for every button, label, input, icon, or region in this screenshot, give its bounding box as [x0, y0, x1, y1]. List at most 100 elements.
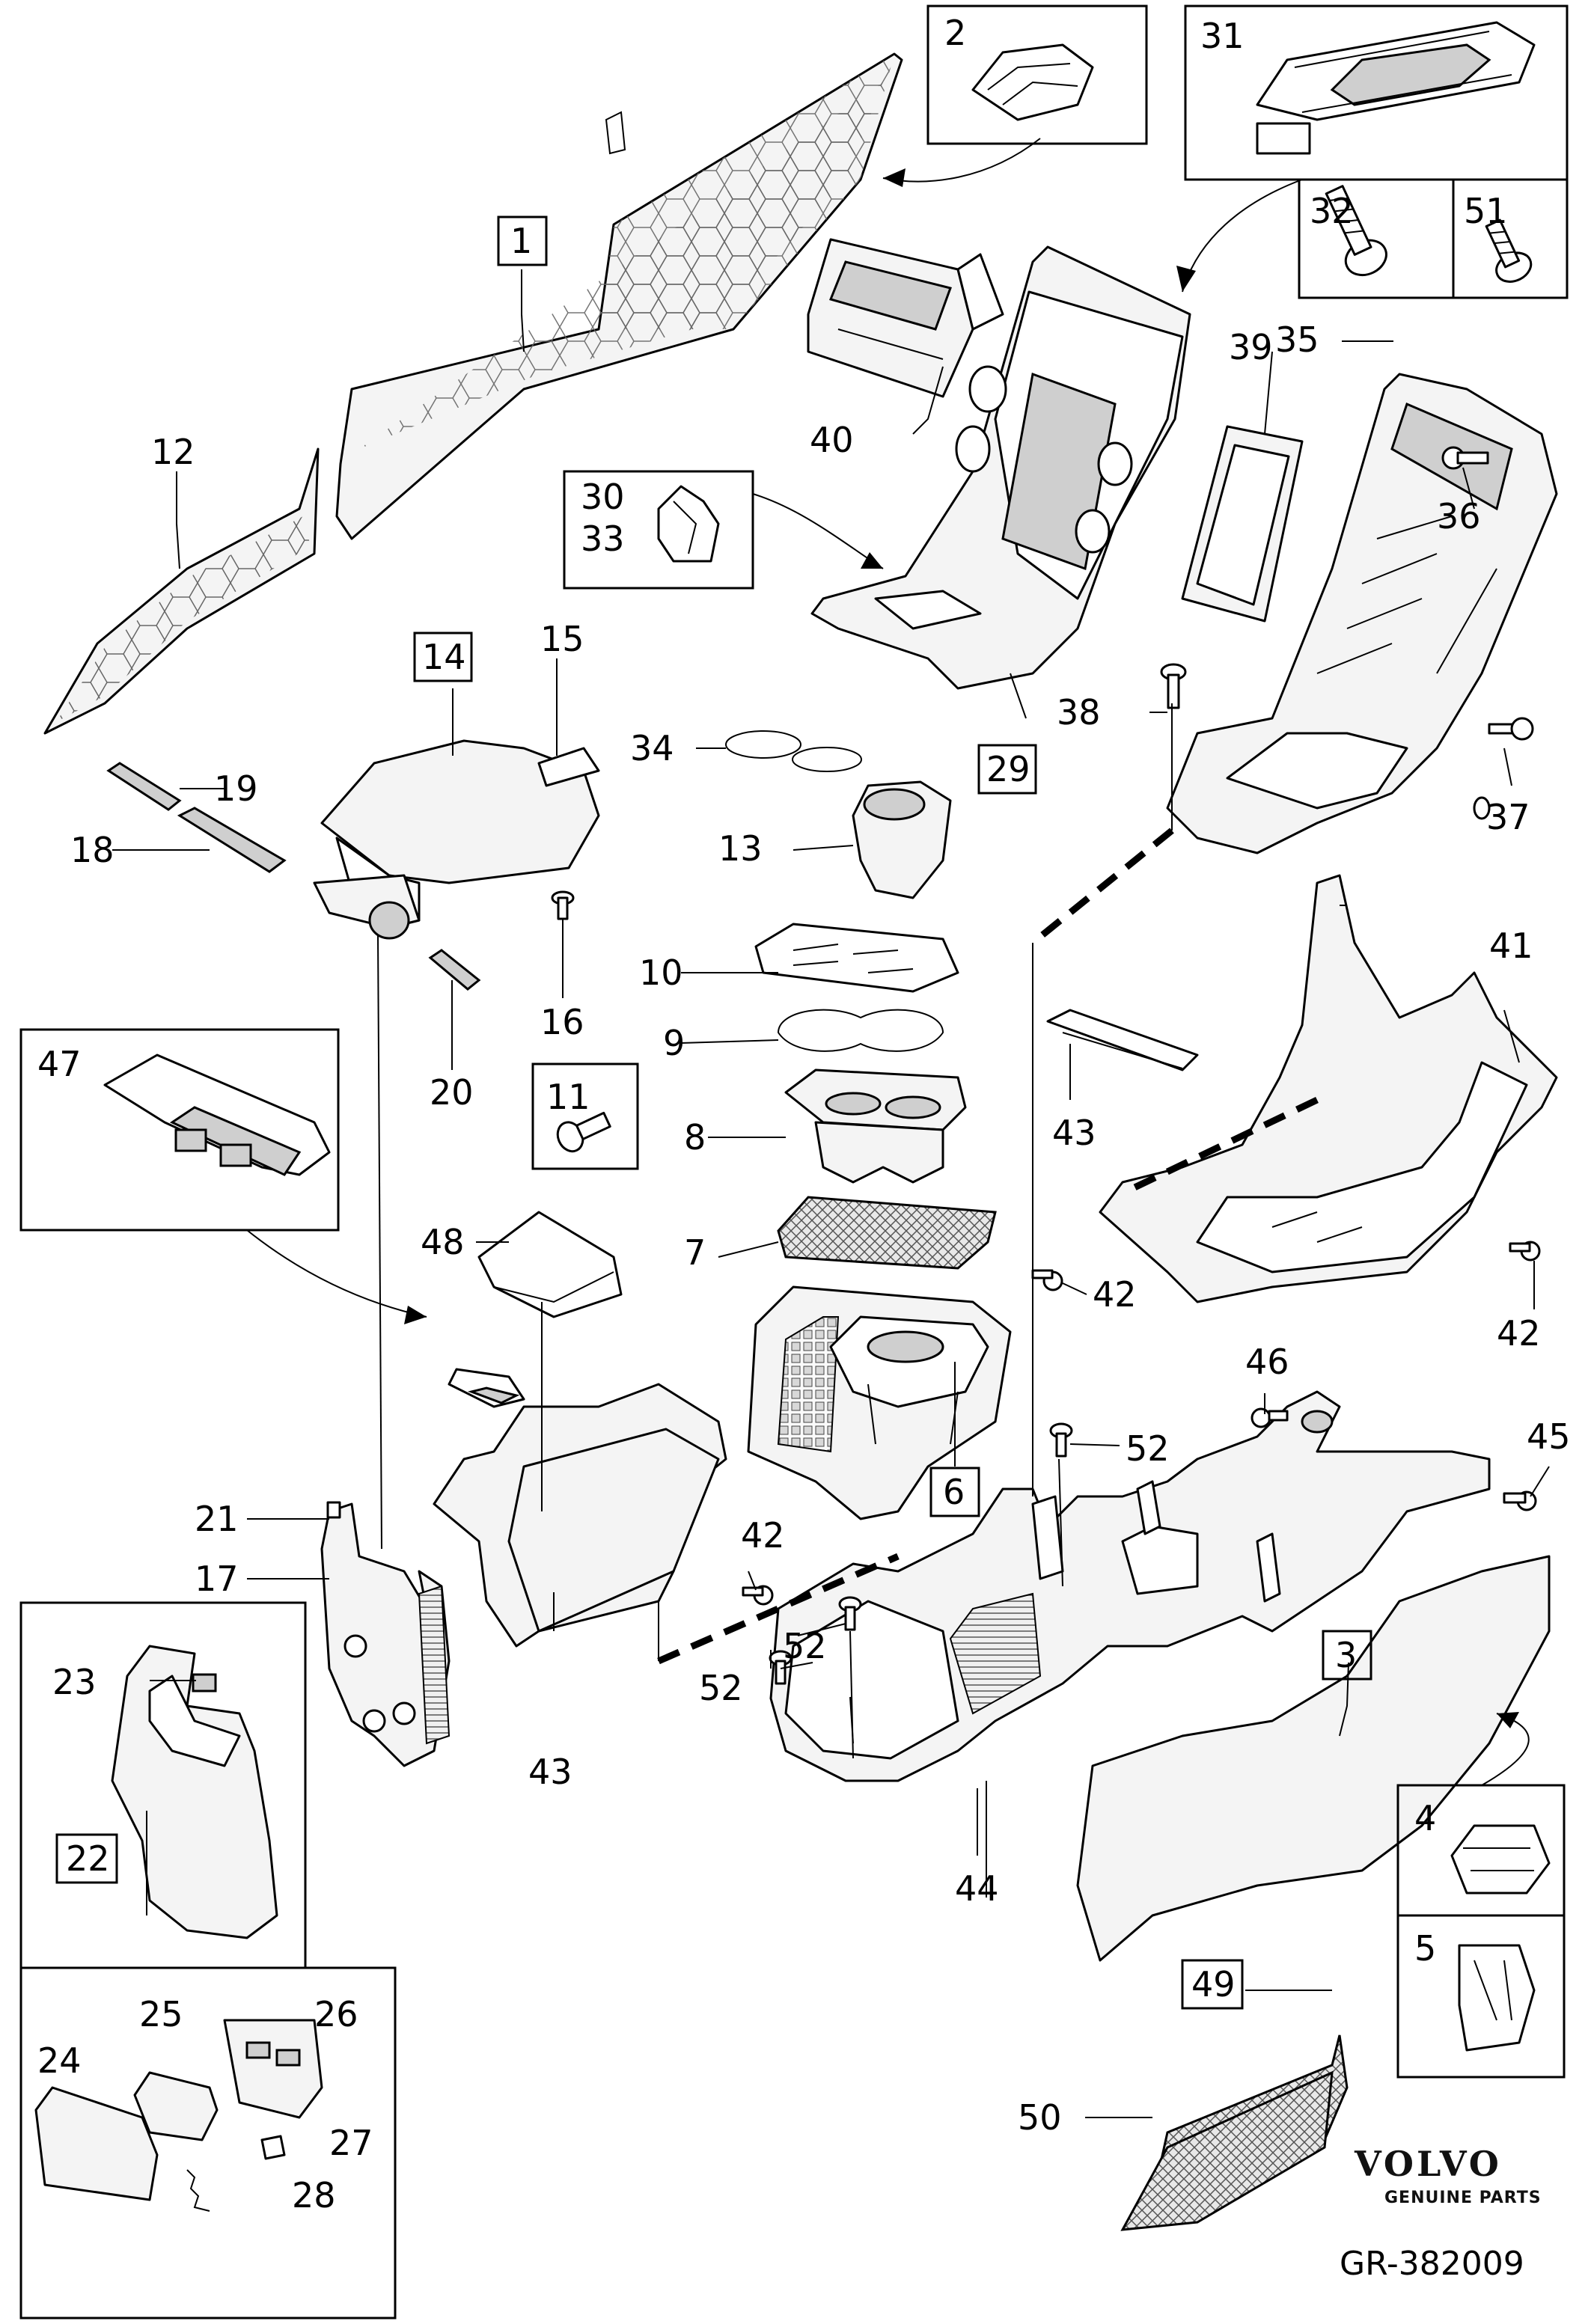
callout-5: 5	[1414, 1928, 1436, 1969]
screw-37	[1488, 717, 1534, 741]
callout-17: 17	[195, 1559, 239, 1599]
callout-42c: 42	[741, 1515, 785, 1556]
callout-44: 44	[955, 1868, 999, 1909]
callout-38: 38	[1057, 692, 1101, 733]
callout-21: 21	[195, 1499, 239, 1539]
callout-52b: 52	[783, 1626, 827, 1666]
callout-11: 11	[546, 1077, 590, 1117]
callout-14: 14	[422, 637, 466, 677]
part-13-cup-insert	[852, 780, 952, 899]
callout-50: 50	[1018, 2097, 1062, 2138]
part-9-seal	[777, 1009, 944, 1052]
callout-52a: 52	[1126, 1428, 1170, 1469]
part-12-side-panel-mesh	[43, 447, 320, 735]
part-3-lower-side-trim	[1076, 1555, 1551, 1962]
brand-logo: VOLVO	[1354, 2144, 1502, 2184]
callout-box-6	[929, 1467, 980, 1517]
part-8-cup-holder	[784, 1068, 967, 1184]
callout-2: 2	[944, 13, 966, 53]
inset-box-5	[1396, 1914, 1566, 2079]
callout-22: 22	[66, 1838, 110, 1879]
leader-axis-20	[377, 935, 382, 1550]
callout-42a: 42	[1093, 1274, 1137, 1315]
part-41-side-trim	[1099, 874, 1558, 1303]
inset-box-32	[1298, 178, 1455, 299]
callout-33: 33	[581, 519, 625, 559]
leader-31	[1182, 179, 1303, 293]
callout-box-14	[413, 632, 473, 682]
callout-43a: 43	[1052, 1113, 1096, 1153]
callout-25: 25	[139, 1994, 183, 2034]
callout-27: 27	[329, 2123, 373, 2163]
callout-29: 29	[986, 749, 1030, 789]
callout-18: 18	[70, 830, 114, 870]
part-18-hinge-pin	[177, 807, 287, 873]
part-39-frame-insert	[1181, 425, 1304, 623]
part-43-panel-upper	[1046, 1009, 1199, 1071]
callout-3: 3	[1335, 1635, 1357, 1675]
part-15-latch	[537, 747, 600, 787]
inset-box-22	[19, 1601, 307, 1969]
brand-block: VOLVO GENUINE PARTS GR-382009	[1340, 2144, 1541, 2283]
dashed-line-35-41	[1030, 828, 1174, 946]
callout-39: 39	[1229, 327, 1273, 367]
callout-30: 30	[581, 477, 625, 517]
part-7-filter-mat	[777, 1196, 997, 1270]
callout-box-29	[977, 744, 1037, 795]
part-49-storage-net	[1120, 2034, 1349, 2231]
callout-51: 51	[1464, 191, 1508, 231]
part-43-console-side	[433, 1368, 727, 1648]
dashed-line-44	[657, 1553, 900, 1665]
inset-box-51	[1452, 178, 1569, 299]
callout-52c: 52	[699, 1668, 743, 1708]
callout-24: 24	[37, 2040, 82, 2081]
part-34-gasket	[725, 730, 862, 772]
callout-45: 45	[1527, 1416, 1571, 1457]
part-29-console-frame	[810, 245, 1191, 690]
part-16-screw	[551, 890, 575, 920]
callout-41: 41	[1489, 926, 1533, 966]
part-48-tray	[477, 1211, 623, 1318]
callout-15: 15	[540, 619, 584, 659]
callout-36: 36	[1437, 496, 1481, 536]
callout-9: 9	[663, 1023, 685, 1063]
callout-labels: 1 2 31 32 51 12 40 39 35 36 30 33 29 38 …	[37, 13, 1571, 2216]
inset-box-2	[882, 4, 1148, 187]
callout-1: 1	[510, 221, 532, 261]
part-19-spring	[106, 762, 182, 811]
part-10-plate	[754, 923, 959, 993]
callout-42b: 42	[1497, 1313, 1541, 1354]
callout-12: 12	[151, 432, 195, 472]
arrow-31	[1176, 266, 1196, 292]
screw-52-b	[838, 1596, 862, 1631]
callout-23: 23	[52, 1662, 97, 1702]
part-40-air-vent	[807, 238, 1004, 398]
callout-20: 20	[430, 1072, 474, 1113]
callout-28: 28	[292, 2175, 336, 2216]
screw-42-a	[1031, 1269, 1063, 1291]
callout-43b: 43	[528, 1752, 572, 1792]
callout-13: 13	[718, 828, 763, 869]
callout-19: 19	[214, 768, 258, 809]
screw-42-c	[742, 1585, 774, 1606]
screw-38	[1160, 663, 1187, 709]
leader-axis-52	[1058, 1458, 1063, 1587]
callout-4: 4	[1414, 1798, 1436, 1838]
callout-40: 40	[810, 420, 854, 460]
screw-52-a	[1049, 1422, 1073, 1458]
callout-box-49	[1181, 1959, 1244, 2010]
inset-box-31	[1184, 4, 1569, 181]
callout-37: 37	[1486, 797, 1530, 837]
part-14-armrest-lid	[313, 739, 600, 940]
part-6-storage-box	[747, 1285, 1012, 1520]
callout-16: 16	[540, 1002, 584, 1042]
part-17-rear-bracket	[320, 1502, 451, 1767]
part-44-base-bracket	[769, 1390, 1491, 1782]
callout-49: 49	[1191, 1964, 1236, 2005]
part-1-side-trim-panel	[335, 52, 903, 540]
callout-32: 32	[1310, 191, 1354, 231]
callout-box-3	[1322, 1630, 1372, 1681]
callout-box-22	[55, 1833, 118, 1884]
callout-31: 31	[1200, 16, 1245, 56]
